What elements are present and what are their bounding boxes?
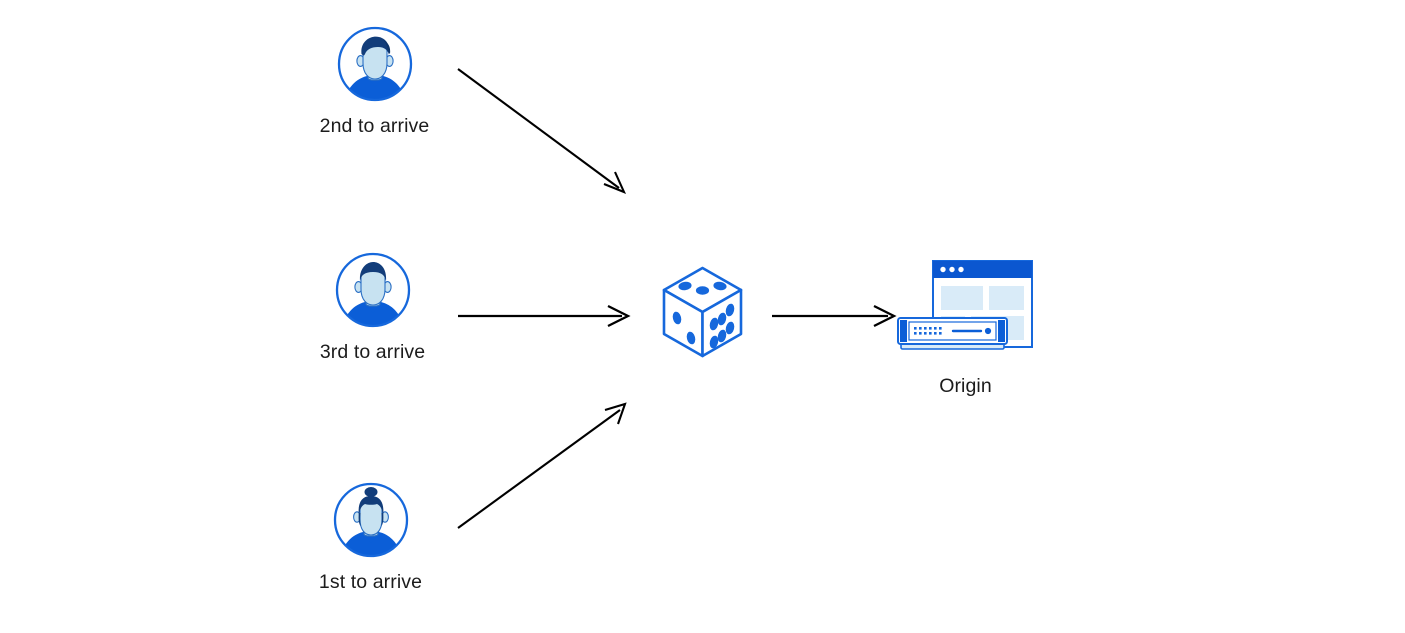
node-client-3rd[interactable]: 3rd to arrive	[305, 249, 440, 364]
node-label: 1st to arrive	[318, 571, 423, 593]
edge-2nd-to-dice	[457, 68, 627, 194]
node-randomizer[interactable]	[655, 262, 750, 372]
edge-dice-to-origin	[772, 304, 897, 328]
node-label: Origin	[939, 375, 992, 397]
edge-1st-to-dice	[457, 402, 627, 529]
edge-3rd-to-dice	[458, 304, 631, 328]
server-appliance-icon	[897, 317, 1008, 350]
node-client-1st[interactable]: 1st to arrive	[303, 479, 438, 594]
node-client-2nd[interactable]: 2nd to arrive	[307, 23, 442, 138]
user-avatar-icon	[332, 249, 414, 331]
node-origin[interactable]: Origin	[893, 256, 1038, 398]
dice-icon	[655, 262, 750, 362]
user-avatar-icon	[330, 479, 412, 561]
node-label: 2nd to arrive	[319, 115, 430, 137]
origin-server-icon	[893, 256, 1038, 366]
node-label: 3rd to arrive	[319, 341, 426, 363]
user-avatar-icon	[334, 23, 416, 105]
